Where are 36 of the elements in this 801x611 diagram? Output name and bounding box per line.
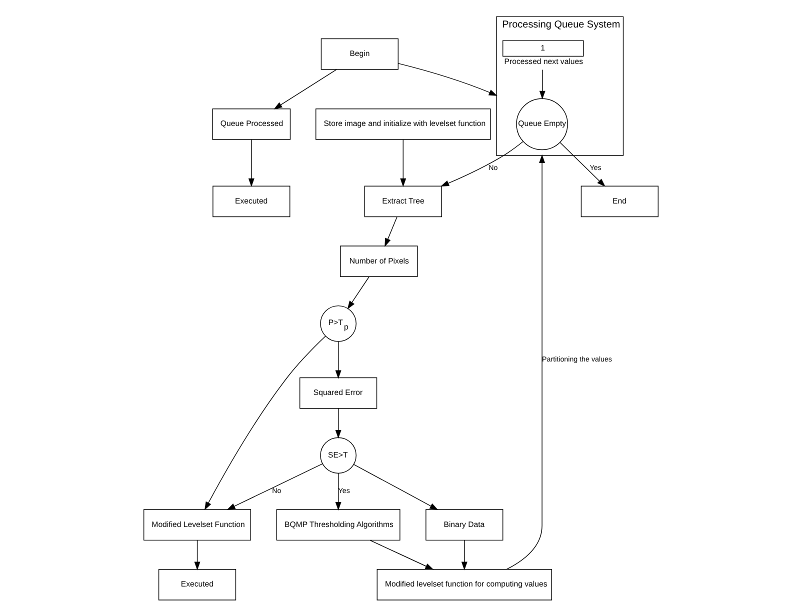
arrow xyxy=(369,540,434,570)
node-box: Store image and initialize with levelset function xyxy=(315,108,490,140)
arrow xyxy=(559,142,605,187)
node-box: Modified Levelset Function xyxy=(143,509,251,541)
node-box: Modified levelset function for computing values xyxy=(376,569,552,600)
arrow xyxy=(352,464,438,510)
node-box: Queue Processed xyxy=(212,108,290,140)
arrow xyxy=(204,336,326,510)
node-box: Executed xyxy=(158,569,236,600)
node-box: Executed xyxy=(212,186,290,218)
arrow xyxy=(538,69,545,100)
arrow xyxy=(384,216,397,247)
node-box: Begin xyxy=(320,38,398,70)
arrow xyxy=(248,139,254,187)
node-box: BQMP Thresholding Algorithms xyxy=(276,509,400,541)
arrow xyxy=(506,154,545,570)
node-box: Number of Pixels xyxy=(340,246,418,277)
node-box: Binary Data xyxy=(425,509,503,541)
node-circle: Queue Empty xyxy=(516,98,568,150)
node-box: End xyxy=(580,186,658,218)
arrow xyxy=(273,69,336,110)
arrow xyxy=(440,141,523,187)
arrow xyxy=(334,408,341,439)
arrow xyxy=(460,540,467,570)
arrow xyxy=(334,472,341,511)
arrow xyxy=(397,63,497,96)
arrow xyxy=(226,463,322,510)
arrow xyxy=(334,341,341,379)
node-label: Processed next values xyxy=(504,56,583,66)
node-box: 1 xyxy=(502,40,584,57)
node-circle: SE>T xyxy=(320,437,356,474)
arrow xyxy=(400,139,406,187)
arrow xyxy=(194,540,200,570)
node-box: Extract Tree xyxy=(364,186,442,218)
arrow xyxy=(346,276,369,310)
node-box: Squared Error xyxy=(299,377,377,409)
